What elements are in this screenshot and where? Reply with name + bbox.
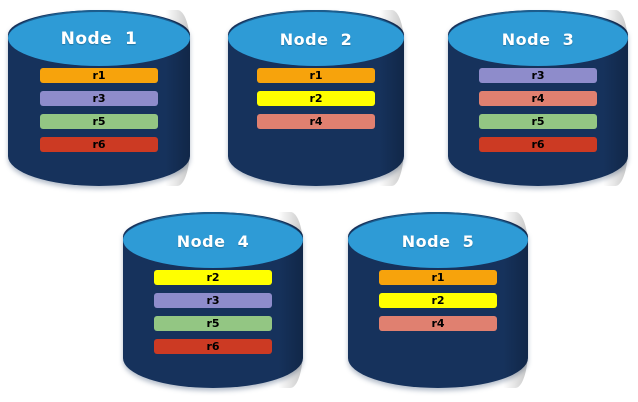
- node-5[interactable]: Node 5 r1 r2 r4: [348, 212, 528, 388]
- node-3-replica-r3[interactable]: r3: [479, 68, 597, 83]
- node-5-label: Node 5: [401, 231, 475, 251]
- node-4-label: Node 4: [176, 231, 250, 251]
- node-3-cylinder-top: Node 3: [448, 10, 628, 66]
- node-2[interactable]: Node 2 r1 r2 r4: [228, 10, 404, 186]
- node-4-replica-r5[interactable]: r5: [154, 316, 272, 331]
- node-4-replica-r2[interactable]: r2: [154, 270, 272, 285]
- node-4-cylinder-top: Node 4: [123, 212, 303, 268]
- node-1-label: Node 1: [60, 29, 138, 49]
- node-5-replica-r4[interactable]: r4: [379, 316, 497, 331]
- node-5-replica-list: r1 r2 r4: [348, 270, 528, 331]
- node-2-replica-r1[interactable]: r1: [257, 68, 375, 83]
- node-5-cylinder-top: Node 5: [348, 212, 528, 268]
- node-1-replica-r6[interactable]: r6: [40, 137, 158, 152]
- node-1[interactable]: Node 1 r1 r3 r5 r6: [8, 10, 190, 186]
- node-3-replica-r6[interactable]: r6: [479, 137, 597, 152]
- node-2-cylinder-top: Node 2: [228, 10, 404, 66]
- node-3-replica-list: r3 r4 r5 r6: [448, 68, 628, 152]
- node-4-replica-r3[interactable]: r3: [154, 293, 272, 308]
- node-1-replica-r3[interactable]: r3: [40, 91, 158, 106]
- node-5-replica-r2[interactable]: r2: [379, 293, 497, 308]
- node-2-replica-list: r1 r2 r4: [228, 68, 404, 129]
- node-1-replica-list: r1 r3 r5 r6: [8, 68, 190, 152]
- node-3-replica-r5[interactable]: r5: [479, 114, 597, 129]
- node-4-replica-list: r2 r3 r5 r6: [123, 270, 303, 354]
- node-4-replica-r6[interactable]: r6: [154, 339, 272, 354]
- node-3-label: Node 3: [501, 29, 575, 49]
- node-1-cylinder-top: Node 1: [8, 10, 190, 66]
- node-1-replica-r5[interactable]: r5: [40, 114, 158, 129]
- node-4[interactable]: Node 4 r2 r3 r5 r6: [123, 212, 303, 388]
- node-2-label: Node 2: [279, 29, 353, 49]
- node-2-replica-r4[interactable]: r4: [257, 114, 375, 129]
- node-3-replica-r4[interactable]: r4: [479, 91, 597, 106]
- node-2-replica-r2[interactable]: r2: [257, 91, 375, 106]
- node-3[interactable]: Node 3 r3 r4 r5 r6: [448, 10, 628, 186]
- node-1-replica-r1[interactable]: r1: [40, 68, 158, 83]
- node-5-replica-r1[interactable]: r1: [379, 270, 497, 285]
